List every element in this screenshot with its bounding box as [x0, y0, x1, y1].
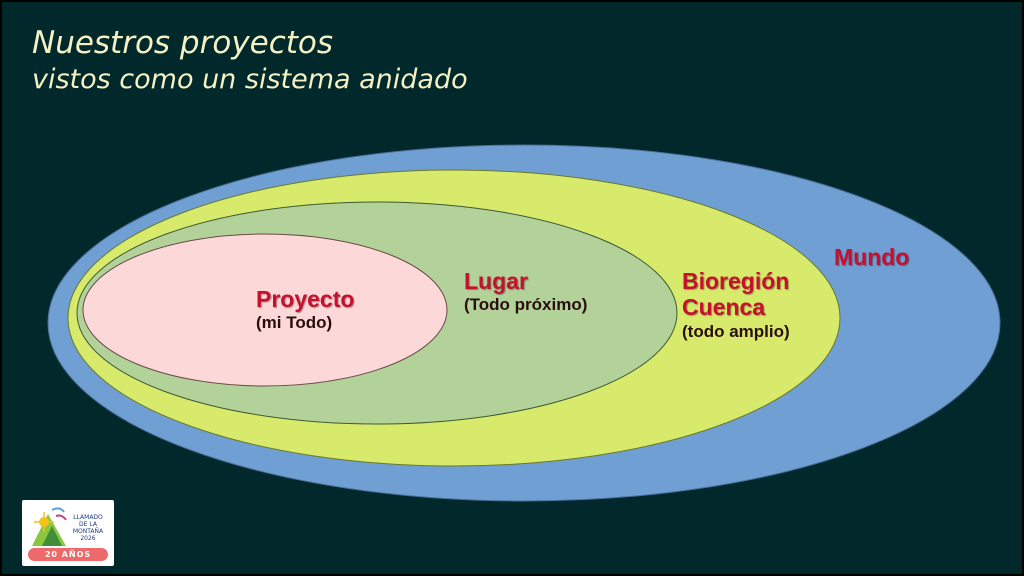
label-proyecto: Proyecto (mi Todo): [256, 286, 354, 335]
slide-title: Nuestros proyectos vistos como un sistem…: [32, 25, 468, 95]
logo-text: LLAMADO DE LA MONTAÑA 2026: [72, 514, 104, 542]
label-lugar: Lugar (Todo próximo): [464, 268, 587, 317]
label-mundo: Mundo: [834, 244, 909, 270]
anniversary-badge: 20 AÑOS: [28, 548, 108, 561]
label-bioregion-subtitle: (todo amplio): [682, 321, 790, 341]
title-line-2: vistos como un sistema anidado: [32, 63, 468, 95]
label-proyecto-subtitle: (mi Todo): [256, 313, 333, 333]
ellipse-proyecto: [82, 233, 448, 387]
label-bioregion-title: Bioregión Cuenca: [682, 268, 790, 321]
mountain-logo-icon: [32, 507, 67, 546]
label-lugar-title: Lugar: [464, 268, 528, 294]
label-bioregion: Bioregión Cuenca (todo amplio): [682, 268, 790, 343]
label-lugar-subtitle: (Todo próximo): [464, 295, 588, 315]
label-proyecto-title: Proyecto: [256, 286, 355, 312]
logo: LLAMADO DE LA MONTAÑA 2026 20 AÑOS: [22, 500, 114, 566]
title-line-1: Nuestros proyectos: [32, 25, 334, 61]
label-mundo-title: Mundo: [834, 244, 910, 270]
